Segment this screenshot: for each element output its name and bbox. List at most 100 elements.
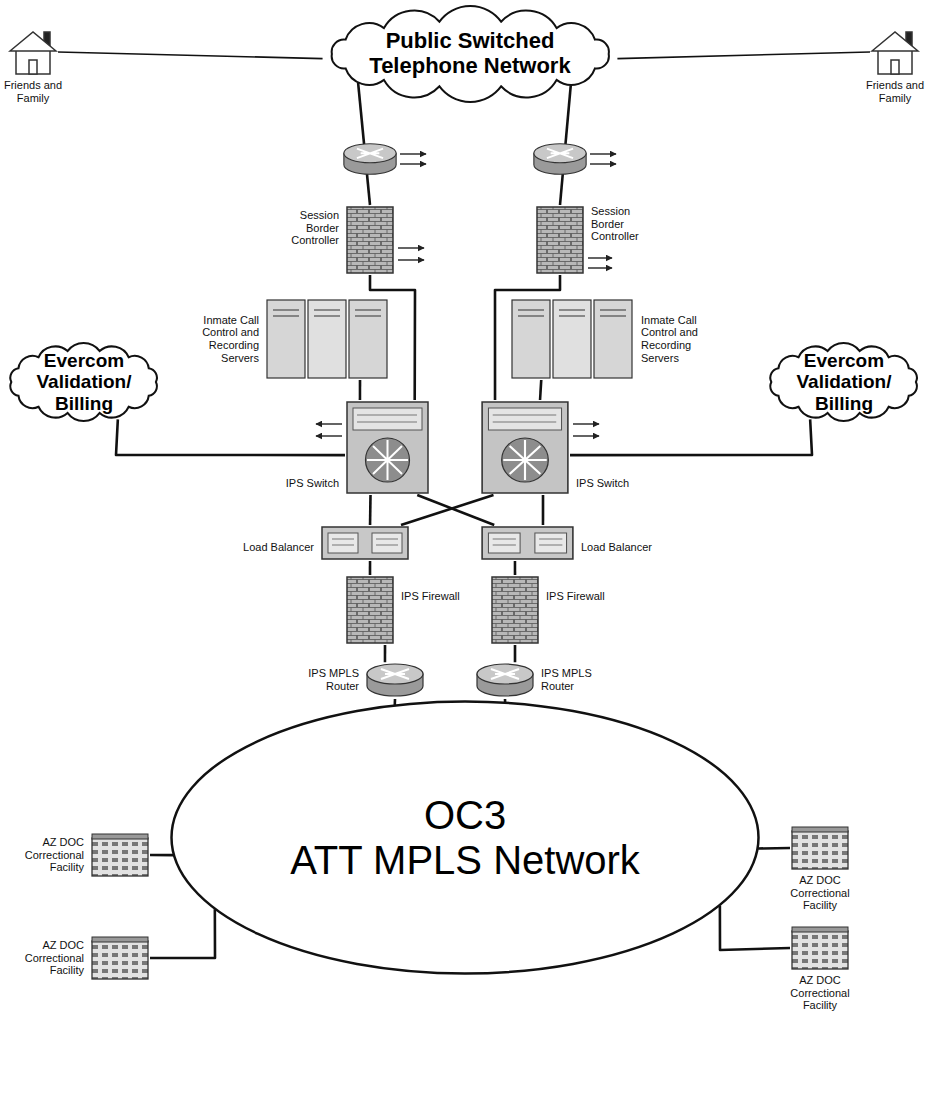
house: Friends and Family: [870, 28, 920, 76]
network-cloud: Public Switched Telephone Network: [319, 8, 622, 100]
connector-line: [116, 419, 345, 455]
ips-switch-symbol: [347, 402, 428, 493]
node-label: Evercom Validation/ Billing: [778, 350, 910, 414]
node-label: AZ DOC Correctional Facility: [780, 974, 860, 1012]
house-icon: [870, 28, 920, 76]
ips-switch-icon: [480, 400, 570, 495]
traffic-arrows: [316, 154, 616, 436]
node-label: IPS Firewall: [401, 590, 460, 603]
node-label: Evercom Validation/ Billing: [18, 350, 150, 414]
node-label: Load Balancer: [581, 541, 652, 554]
correctional-facility-symbol: [792, 927, 848, 969]
mpls-router: IPS MPLS Router: [365, 660, 425, 700]
node-label: IPS MPLS Router: [541, 667, 607, 692]
node-label: OC3: [424, 793, 506, 838]
correctional-facility-icon: [90, 935, 150, 981]
load-balancer: Load Balancer: [320, 525, 410, 561]
node-label: Inmate Call Control and Recording Server…: [187, 314, 259, 365]
node-label: Session Border Controller: [591, 205, 663, 243]
house-symbol: [872, 32, 918, 74]
session-border-controller: Session Border Controller: [345, 205, 395, 275]
firewall-icon: [490, 575, 540, 645]
node-label: IPS Firewall: [546, 590, 605, 603]
node-label: AZ DOC Correctional Facility: [780, 874, 860, 912]
firewall-symbol: [347, 577, 393, 643]
router-icon: [344, 144, 396, 174]
correctional-facility: AZ DOC Correctional Facility: [790, 925, 850, 971]
connector-line: [720, 906, 790, 950]
node-label: AZ DOC Correctional Facility: [8, 836, 84, 874]
node-label: Inmate Call Control and Recording Server…: [641, 314, 713, 365]
connector-line: [359, 380, 362, 400]
node-label: Friends and Family: [1, 79, 65, 104]
ips-switch: IPS Switch: [480, 400, 570, 495]
correctional-facility-icon: [790, 925, 850, 971]
connector-line: [384, 645, 387, 662]
load-balancer-icon: [320, 525, 410, 561]
connector-line: [401, 495, 494, 525]
load-balancer-symbol: [482, 527, 573, 559]
node-label: IPS MPLS Router: [293, 667, 359, 692]
server-group-icon: [265, 298, 390, 380]
connector-line: [58, 52, 323, 59]
load-balancer: Load Balancer: [480, 525, 575, 561]
connector-line: [542, 495, 545, 525]
session-border-controller-icon: [535, 205, 585, 275]
connector-line: [570, 419, 812, 455]
mpls-network: OC3ATT MPLS Network: [170, 700, 760, 975]
correctional-facility-symbol: [792, 827, 848, 869]
session-border-controller: Session Border Controller: [535, 205, 585, 275]
node-label: Load Balancer: [243, 541, 314, 554]
cloud-outline: [11, 343, 158, 421]
correctional-facility: AZ DOC Correctional Facility: [90, 832, 150, 878]
ips-switch-icon: [345, 400, 430, 495]
server-group-symbol: [512, 300, 632, 378]
node-label: ATT MPLS Network: [290, 838, 640, 883]
correctional-facility-symbol: [92, 937, 148, 979]
connector-line: [150, 854, 173, 857]
server-group-symbol: [267, 300, 387, 378]
billing-cloud: Evercom Validation/ Billing: [759, 338, 928, 426]
mpls-router-symbol: [477, 664, 533, 696]
correctional-facility-icon: [90, 832, 150, 878]
house-symbol: [10, 32, 56, 74]
mpls-router-icon: [365, 660, 425, 700]
connector-line: [758, 847, 790, 850]
firewall-icon: [345, 575, 395, 645]
connector-line: [540, 380, 541, 400]
connector-line: [369, 561, 372, 575]
correctional-facility-icon: [790, 825, 850, 871]
ips-switch: IPS Switch: [345, 400, 430, 495]
connector-line: [617, 52, 870, 59]
node-label: Public Switched Telephone Network: [352, 29, 588, 78]
connector-line: [150, 909, 215, 958]
session-border-controller-symbol: [537, 207, 583, 273]
node-label: Session Border Controller: [267, 209, 339, 247]
mpls-router: IPS MPLS Router: [475, 660, 535, 700]
load-balancer-symbol: [322, 527, 408, 559]
billing-cloud: Evercom Validation/ Billing: [0, 338, 169, 426]
node-label: IPS Switch: [576, 477, 629, 490]
network-ellipse: [172, 702, 759, 974]
server-group: Inmate Call Control and Recording Server…: [510, 298, 635, 380]
ips-switch-symbol: [482, 402, 568, 493]
server-group-icon: [510, 298, 635, 380]
connector-line: [369, 495, 372, 525]
cloud-outline: [331, 6, 608, 102]
firewall: IPS Firewall: [490, 575, 540, 645]
house-icon: [8, 28, 58, 76]
node-label: AZ DOC Correctional Facility: [8, 939, 84, 977]
cloud-outline: [771, 343, 918, 421]
connector-line: [514, 645, 517, 662]
server-group: Inmate Call Control and Recording Server…: [265, 298, 390, 380]
session-border-controller-symbol: [347, 207, 393, 273]
session-border-controller-icon: [345, 205, 395, 275]
mpls-router-symbol: [367, 664, 423, 696]
mpls-router-icon: [475, 660, 535, 700]
correctional-facility-symbol: [92, 834, 148, 876]
router-icon: [534, 144, 586, 174]
firewall: IPS Firewall: [345, 575, 395, 645]
correctional-facility: AZ DOC Correctional Facility: [90, 935, 150, 981]
correctional-facility: AZ DOC Correctional Facility: [790, 825, 850, 871]
node-label: Friends and Family: [863, 79, 927, 104]
